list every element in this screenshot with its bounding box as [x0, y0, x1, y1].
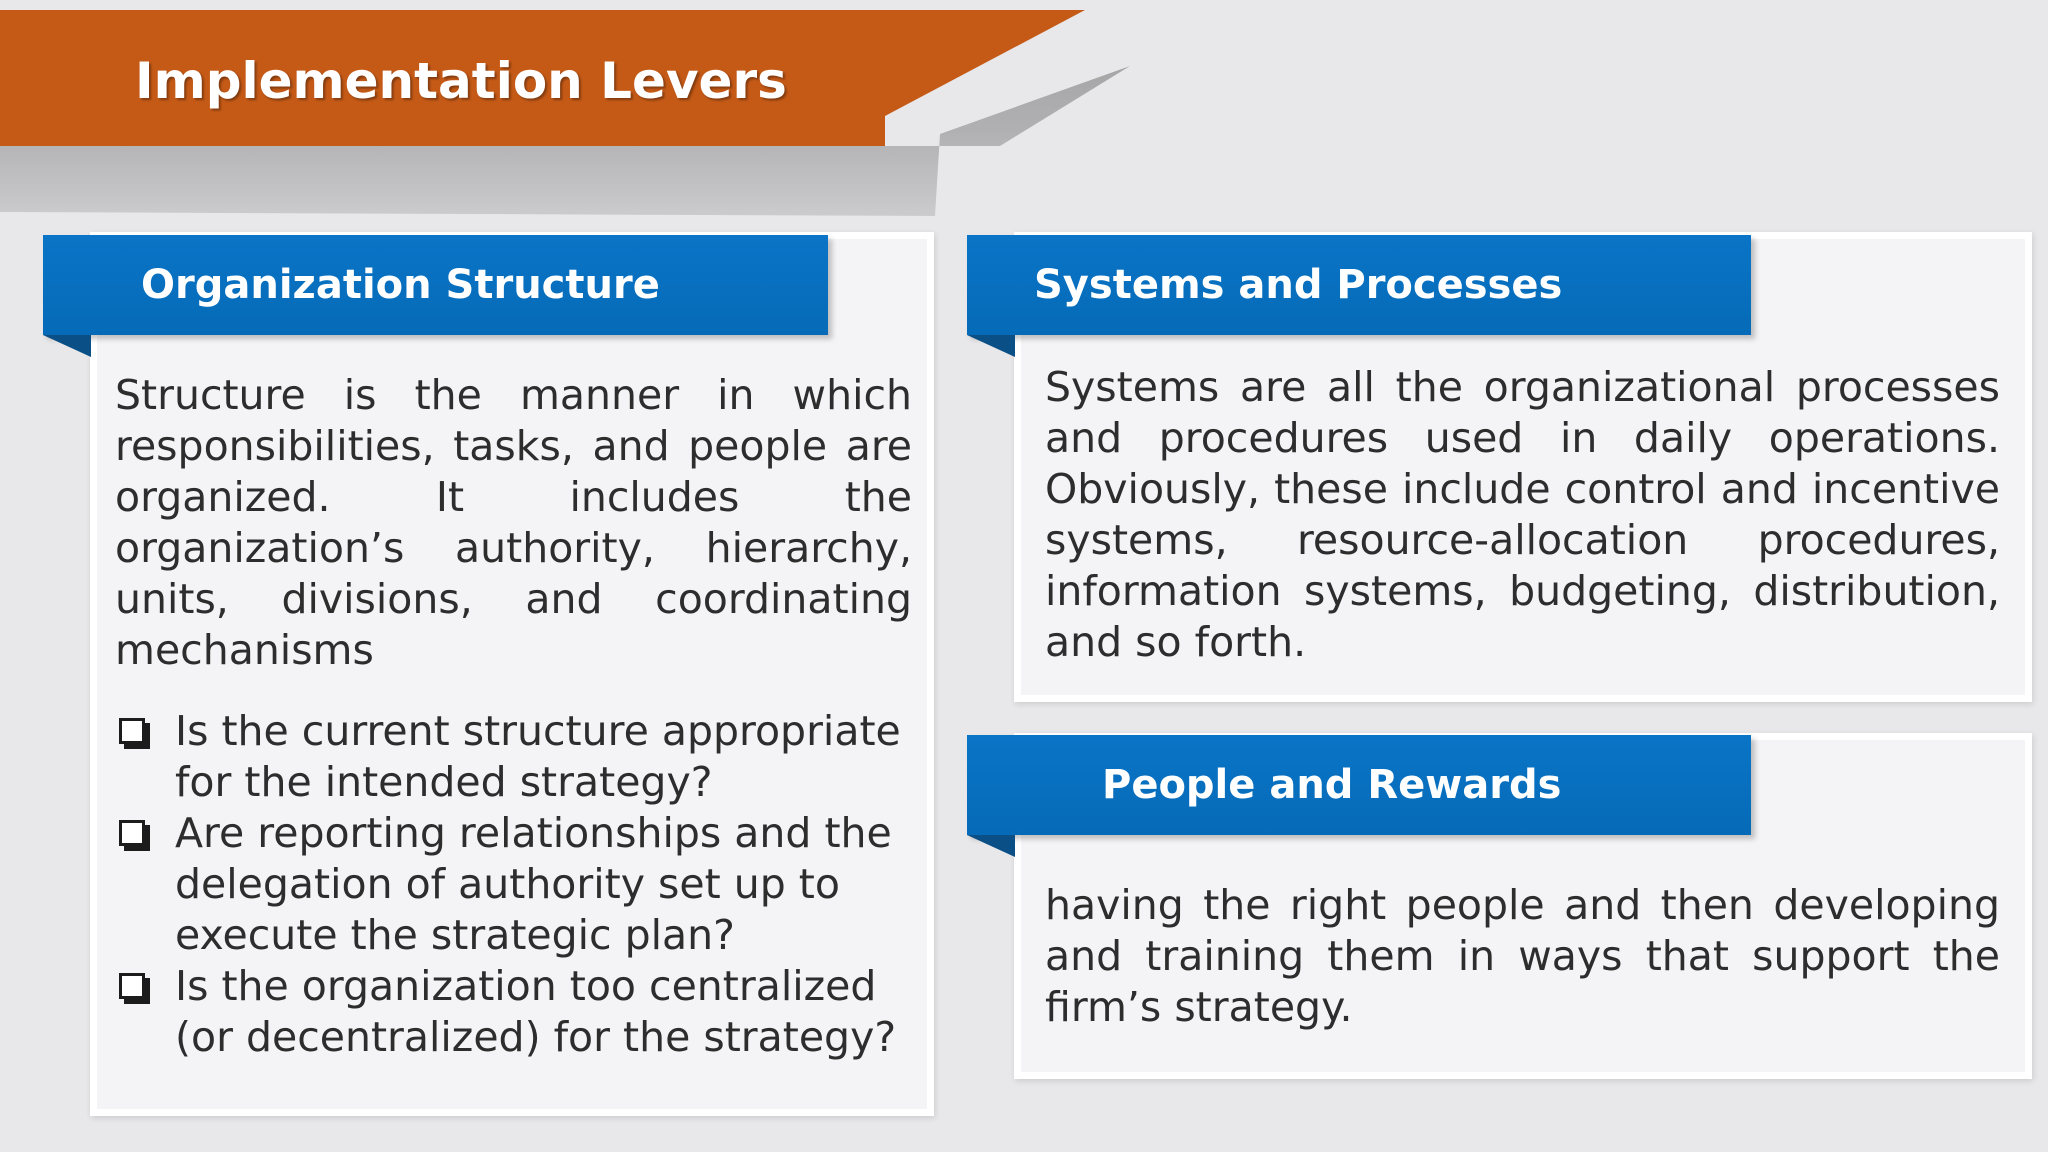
people-and-rewards-header-fold [967, 835, 1015, 857]
checkbox-icon [119, 973, 145, 999]
systems-and-processes-header-fold [967, 335, 1015, 357]
organization-structure-description: Structure is the manner in which respons… [115, 371, 912, 674]
systems-and-processes-description: Systems are all the organizational proce… [1045, 363, 2000, 666]
organization-structure-panel [90, 232, 934, 1116]
checkbox-icon [119, 820, 145, 846]
question-item: Is the organization too centralized (or … [115, 961, 915, 1063]
question-text: Is the organization too centralized (or … [175, 962, 897, 1061]
organization-structure-header: Organization Structure [43, 235, 828, 335]
people-and-rewards-header: People and Rewards [967, 735, 1751, 835]
organization-structure-header-fold [43, 335, 91, 357]
checkbox-icon [119, 718, 145, 744]
systems-and-processes-header: Systems and Processes [967, 235, 1751, 335]
systems-and-processes-heading: Systems and Processes [1034, 262, 1563, 308]
question-item: Is the current structure appropriate for… [115, 706, 915, 808]
question-text: Is the current structure appropriate for… [175, 707, 901, 806]
people-and-rewards-description: having the right people and then develop… [1045, 881, 2000, 1031]
slide-title: Implementation Levers [135, 52, 787, 110]
people-and-rewards-heading: People and Rewards [1102, 762, 1562, 808]
question-text: Are reporting relationships and the dele… [175, 809, 892, 959]
organization-structure-heading: Organization Structure [141, 262, 660, 308]
organization-structure-questions: Is the current structure appropriate for… [115, 706, 915, 1063]
question-item: Are reporting relationships and the dele… [115, 808, 915, 961]
